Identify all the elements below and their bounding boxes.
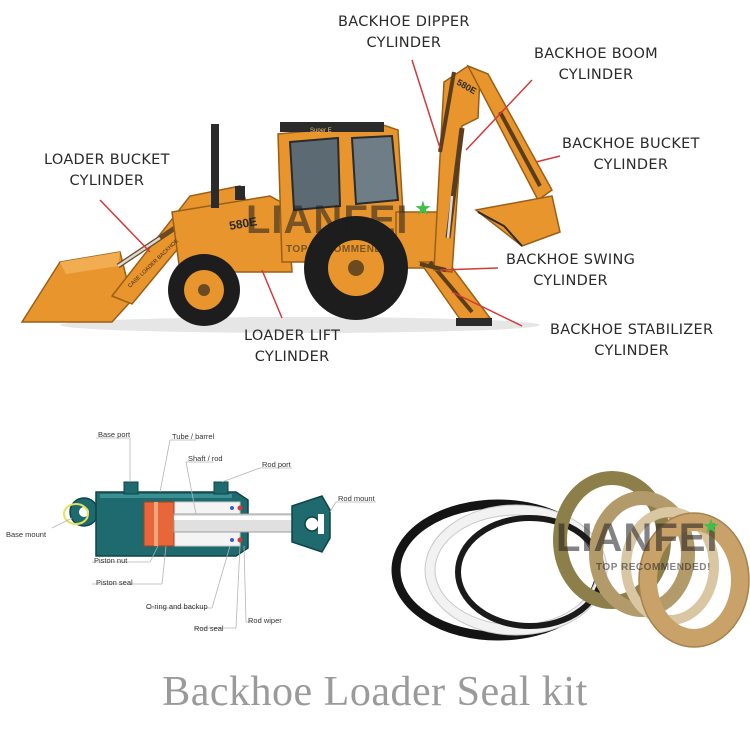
watermark-tagline-top: TOP RECOMMENDED!	[286, 244, 401, 255]
loader-bucket	[20, 251, 133, 323]
label-rod-wiper: Rod wiper	[248, 616, 282, 625]
backhoe-dipper-cylinder	[438, 71, 456, 153]
label-tube-barrel: Tube / barrel	[172, 432, 215, 441]
cylinder-leader-lines	[51, 437, 376, 629]
label-rod-port: Rod port	[262, 460, 291, 469]
watermark-star-icon-bottom: ★	[702, 514, 720, 538]
cab-window-front	[288, 136, 342, 212]
exhaust-pipe	[211, 124, 219, 208]
hydraulic-cylinder-cutaway	[51, 437, 376, 629]
label-piston-nut: Piston nut	[94, 556, 128, 565]
piston	[143, 501, 175, 547]
rod-port	[213, 481, 229, 495]
label-oring-backup: O-ring and backup	[146, 602, 208, 611]
caption-title: Backhoe Loader Seal kit	[162, 669, 588, 715]
cab-window-side	[350, 134, 400, 206]
label-shaft-rod: Shaft / rod	[188, 454, 223, 463]
seal-ring-bronze	[639, 513, 749, 647]
backhoe-bucket	[474, 195, 561, 247]
backhoe-loader-illustration: 580E CASE LOADER BACKHOE Super E 580E	[20, 59, 561, 333]
label-rod-seal: Rod seal	[194, 624, 224, 633]
label-base-port: Base port	[98, 430, 131, 439]
watermark-star-icon: ★	[414, 196, 432, 220]
cab-badge-text: Super E	[310, 128, 332, 134]
watermark-brand-top: LIANFEI	[246, 198, 409, 242]
label-piston-seal: Piston seal	[96, 578, 133, 587]
label-base-mount: Base mount	[6, 530, 47, 539]
backhoe-swing-cylinder	[419, 262, 447, 272]
backhoe-bucket-cylinder	[498, 111, 542, 187]
base-port	[123, 481, 139, 495]
hood-model-text: 580E	[228, 214, 258, 233]
watermark-tagline-bottom: TOP RECOMMENDED!	[596, 562, 711, 573]
label-rod-mount: Rod mount	[338, 494, 375, 503]
watermark-brand-bottom: LIANFEI	[556, 516, 719, 560]
leader-lines	[99, 59, 561, 327]
ground-shadow	[60, 317, 540, 333]
seal-kit-rings	[391, 471, 750, 648]
